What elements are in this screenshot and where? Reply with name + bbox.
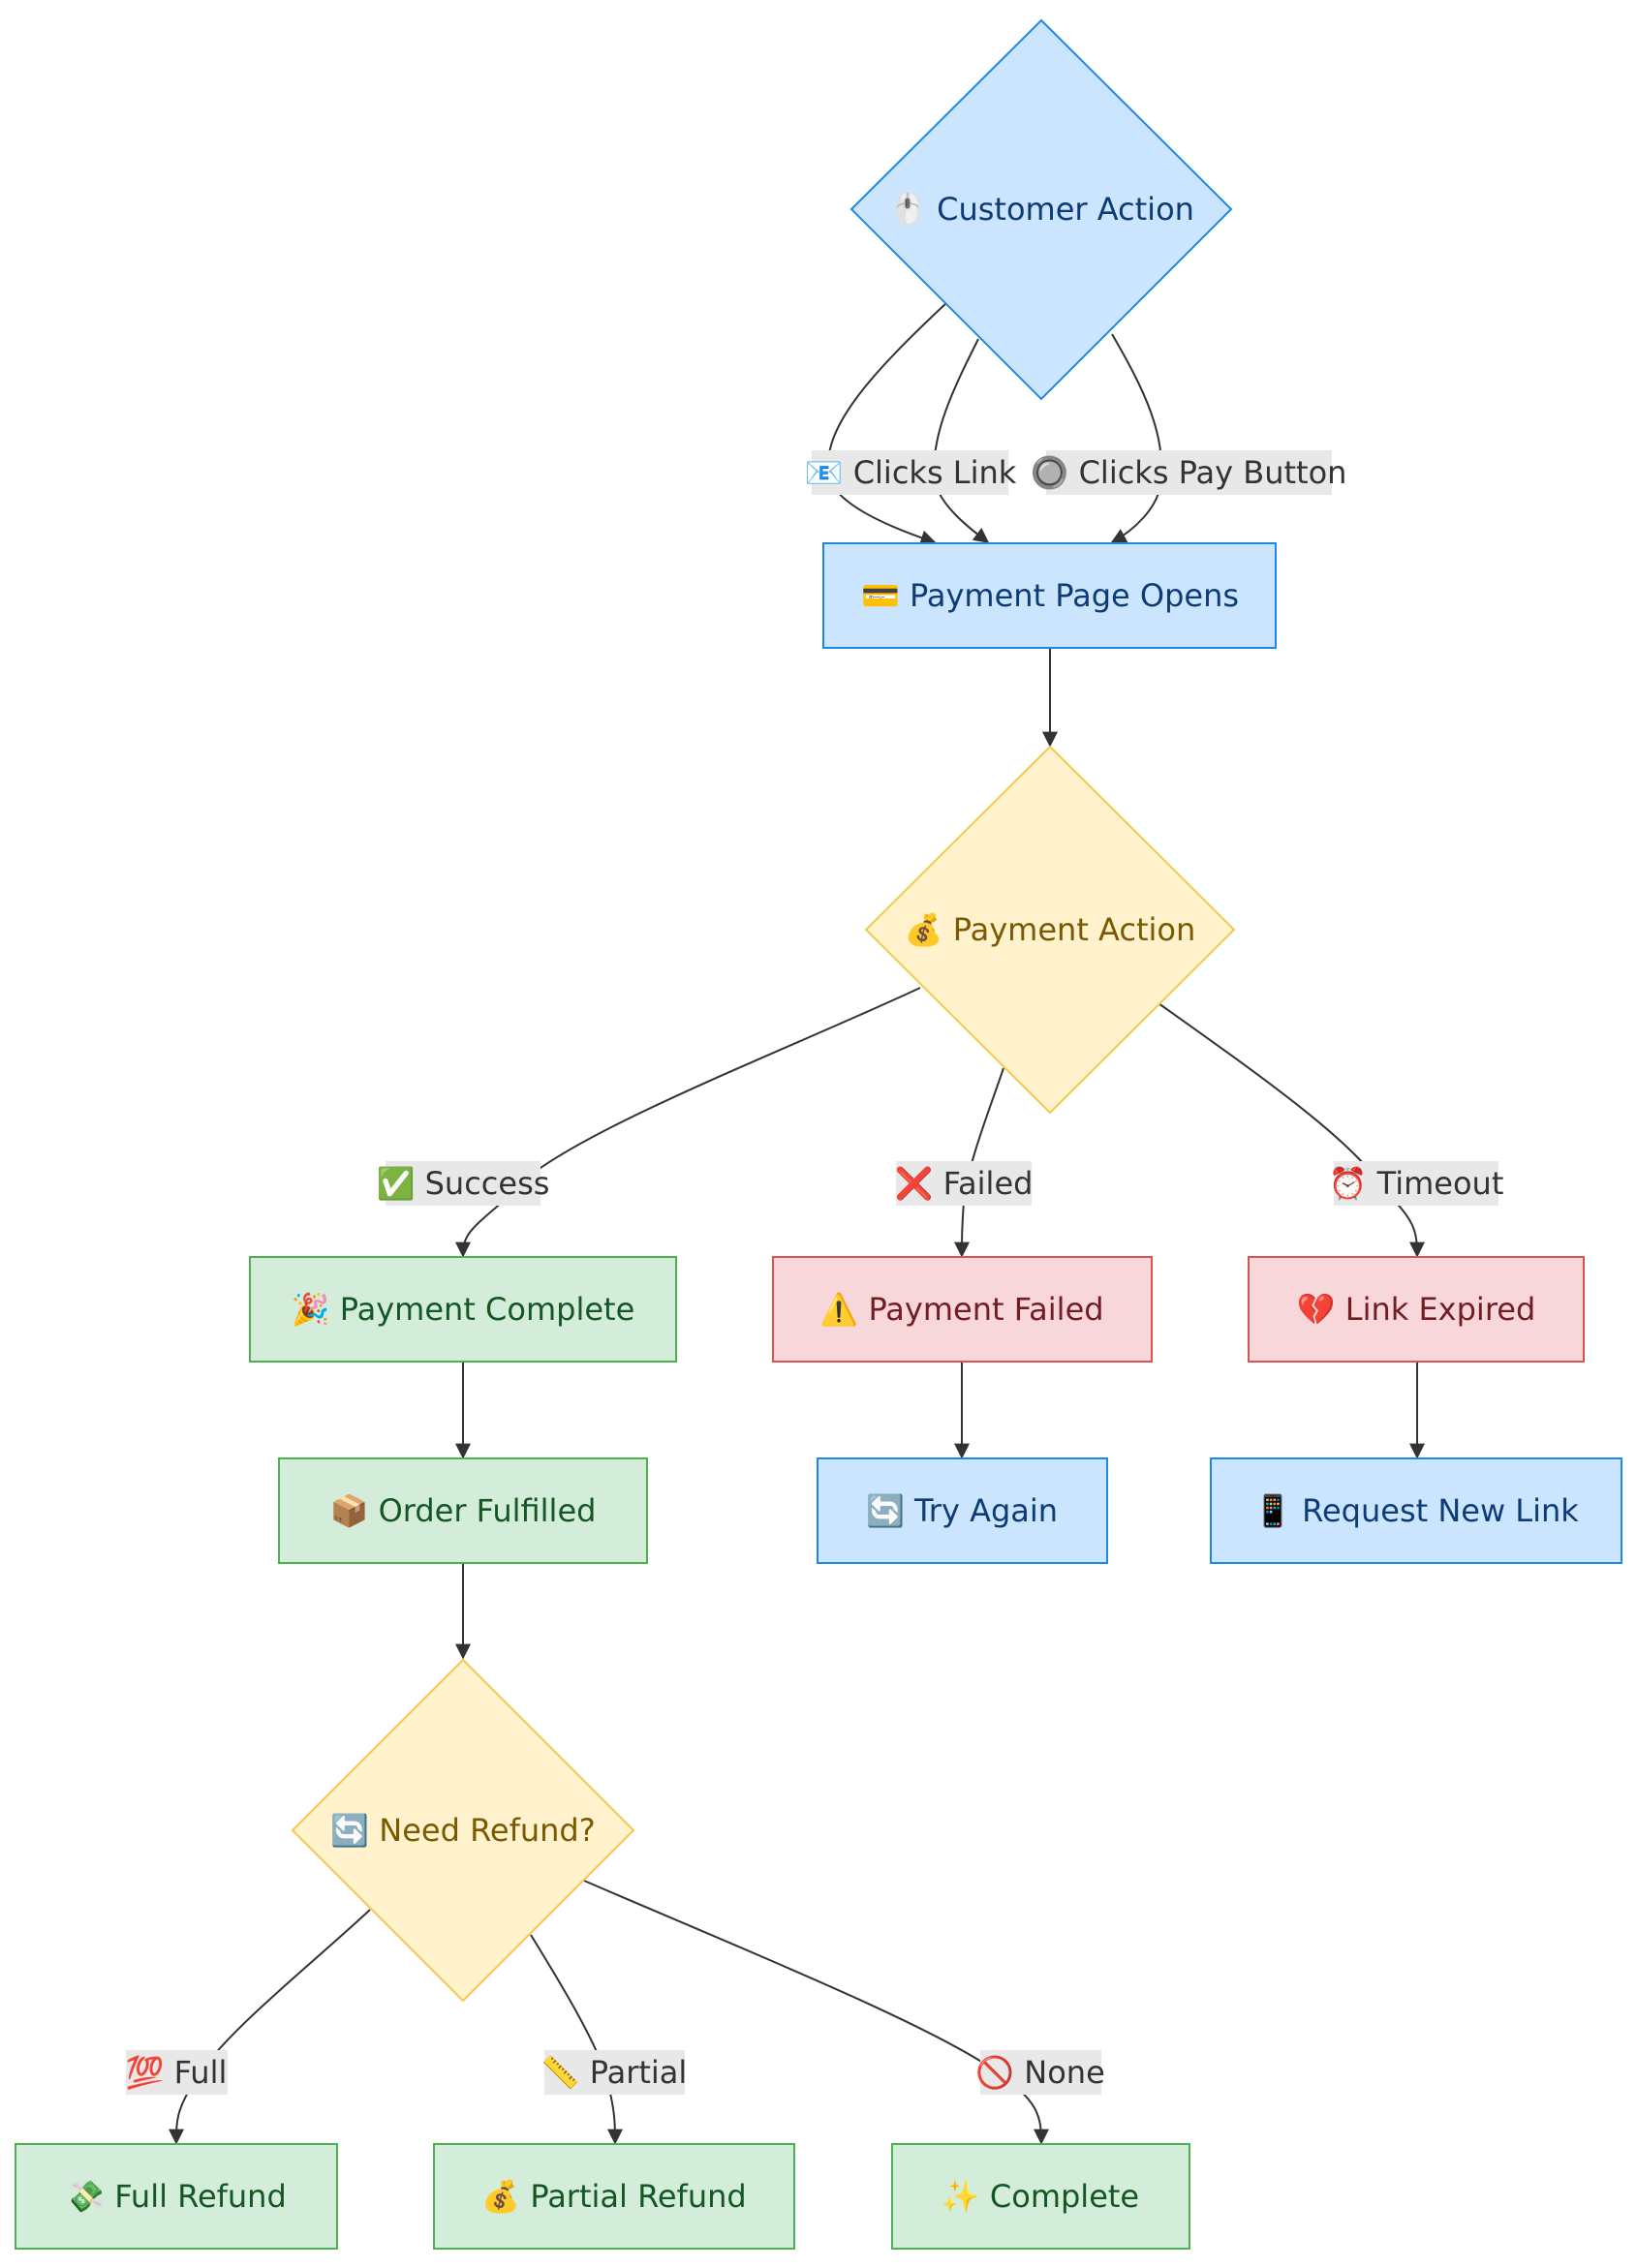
none-label: 🚫 None	[975, 2054, 1105, 2091]
order-fulfilled-label: 📦 Order Fulfilled	[330, 1492, 597, 1529]
edge-label-clicks-link: 📧 Clicks Link	[805, 450, 1017, 495]
need-refund-label: 🔄 Need Refund?	[330, 1812, 595, 1849]
edge-label-timeout: ⏰ Timeout	[1329, 1161, 1504, 1206]
node-payment-action[interactable]: 💰 Payment Action	[864, 745, 1236, 1115]
edge-label-none: 🚫 None	[975, 2050, 1105, 2095]
timeout-label: ⏰ Timeout	[1329, 1165, 1504, 1202]
link-expired-label: 💔 Link Expired	[1297, 1291, 1536, 1328]
complete-label: ✨ Complete	[942, 2178, 1139, 2215]
node-full-refund[interactable]: 💸 Full Refund	[15, 2143, 338, 2250]
node-order-fulfilled[interactable]: 📦 Order Fulfilled	[278, 1457, 648, 1564]
success-label: ✅ Success	[377, 1165, 550, 1202]
edge-label-failed: ❌ Failed	[895, 1161, 1034, 1206]
node-payment-failed[interactable]: ⚠️ Payment Failed	[772, 1256, 1153, 1363]
full-refund-label: 💸 Full Refund	[66, 2178, 287, 2215]
node-need-refund[interactable]: 🔄 Need Refund?	[291, 1658, 635, 2003]
customer-action-label: 🖱️ Customer Action	[888, 191, 1194, 228]
edge-need-refund-to-none	[583, 1880, 1049, 2145]
edge-payment-action-to-expired	[1158, 1002, 1425, 1258]
edge-need-refund-to-partial	[530, 1934, 623, 2145]
edge-need-refund-to-full	[169, 1909, 371, 2145]
edge-label-partial: 📏 Partial	[541, 2050, 688, 2095]
edge-label-success: ✅ Success	[377, 1161, 550, 1206]
clicks-pay-button-label: 🔘 Clicks Pay Button	[1031, 454, 1347, 491]
node-try-again[interactable]: 🔄 Try Again	[817, 1457, 1108, 1564]
edge-customer-to-payment-page-2	[933, 338, 990, 543]
node-customer-action[interactable]: 🖱️ Customer Action	[849, 18, 1233, 401]
edge-label-clicks-pay-button: 🔘 Clicks Pay Button	[1031, 450, 1347, 495]
payment-action-label: 💰 Payment Action	[905, 911, 1196, 948]
request-new-link-label: 📱 Request New Link	[1253, 1492, 1579, 1529]
payment-complete-label: 🎉 Payment Complete	[292, 1291, 635, 1328]
full-label: 💯 Full	[126, 2054, 228, 2091]
partial-label: 📏 Partial	[541, 2054, 688, 2091]
node-request-new-link[interactable]: 📱 Request New Link	[1210, 1457, 1622, 1564]
node-payment-complete[interactable]: 🎉 Payment Complete	[249, 1256, 677, 1363]
node-link-expired[interactable]: 💔 Link Expired	[1248, 1256, 1585, 1363]
node-partial-refund[interactable]: 💰 Partial Refund	[433, 2143, 795, 2250]
edge-customer-to-payment-page-1	[826, 301, 948, 546]
nodes: 🖱️ Customer Action 💳 Payment Page Opens …	[15, 18, 1622, 2250]
partial-refund-label: 💰 Partial Refund	[481, 2178, 746, 2215]
node-payment-page-opens[interactable]: 💳 Payment Page Opens	[822, 542, 1277, 649]
edge-label-full: 💯 Full	[126, 2050, 228, 2095]
failed-label: ❌ Failed	[895, 1165, 1034, 1202]
try-again-label: 🔄 Try Again	[866, 1492, 1058, 1529]
payment-failed-label: ⚠️ Payment Failed	[819, 1291, 1103, 1328]
clicks-link-label: 📧 Clicks Link	[805, 454, 1017, 491]
edge-payment-action-to-complete	[455, 987, 921, 1258]
edge-customer-to-payment-page-3	[1110, 333, 1163, 543]
payment-page-opens-label: 💳 Payment Page Opens	[861, 577, 1239, 614]
edge-labels: 📧 Clicks Link 🔘 Clicks Pay Button ✅ Succ…	[126, 450, 1504, 2095]
node-complete[interactable]: ✨ Complete	[891, 2143, 1190, 2250]
